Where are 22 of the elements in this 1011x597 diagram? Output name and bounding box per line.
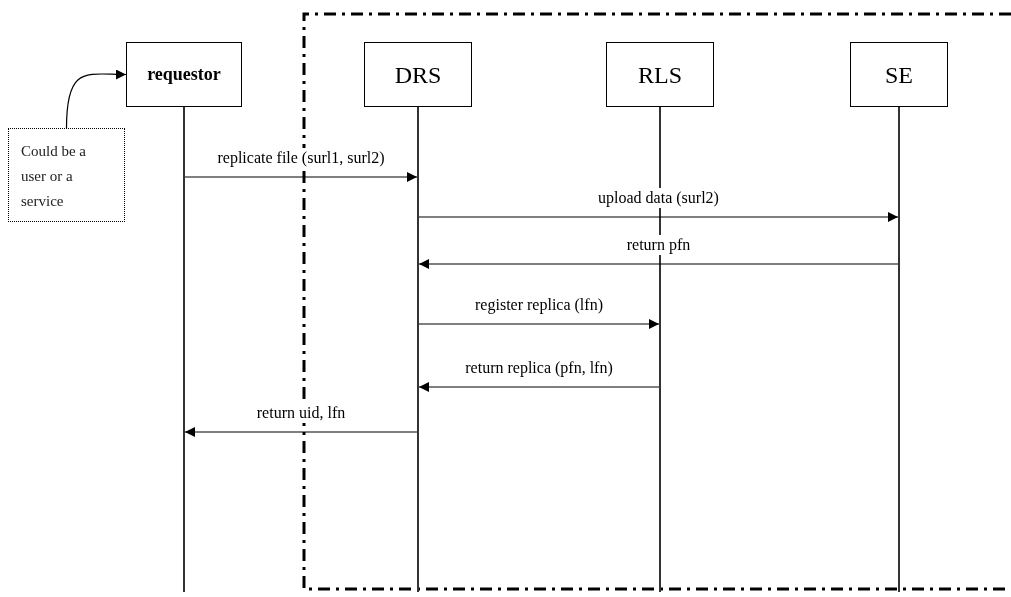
message-arrow: [418, 259, 899, 269]
edge-label: replicate file (surl1, surl2): [215, 148, 387, 168]
leader-arrow: [65, 69, 127, 129]
participant-box: DRS: [364, 42, 472, 107]
participant-box: requestor: [126, 42, 242, 107]
lifeline: [183, 107, 185, 592]
lifeline: [659, 107, 661, 592]
participant-box: RLS: [606, 42, 714, 107]
participant-box: SE: [850, 42, 948, 107]
edge-label: upload data (surl2): [596, 188, 721, 208]
message-arrow: [418, 382, 660, 392]
edge-label: return pfn: [624, 235, 693, 255]
edge-label: return uid, lfn: [254, 403, 348, 423]
edge-label: register replica (lfn): [473, 295, 605, 315]
message-arrow: [418, 212, 899, 222]
message-arrow: [184, 427, 418, 437]
edge-label: return replica (pfn, lfn): [463, 358, 615, 378]
lifeline: [898, 107, 900, 592]
lifeline: [417, 107, 419, 592]
note-box: Could be a user or a service: [8, 128, 125, 222]
message-arrow: [418, 319, 660, 329]
message-arrow: [184, 172, 418, 182]
